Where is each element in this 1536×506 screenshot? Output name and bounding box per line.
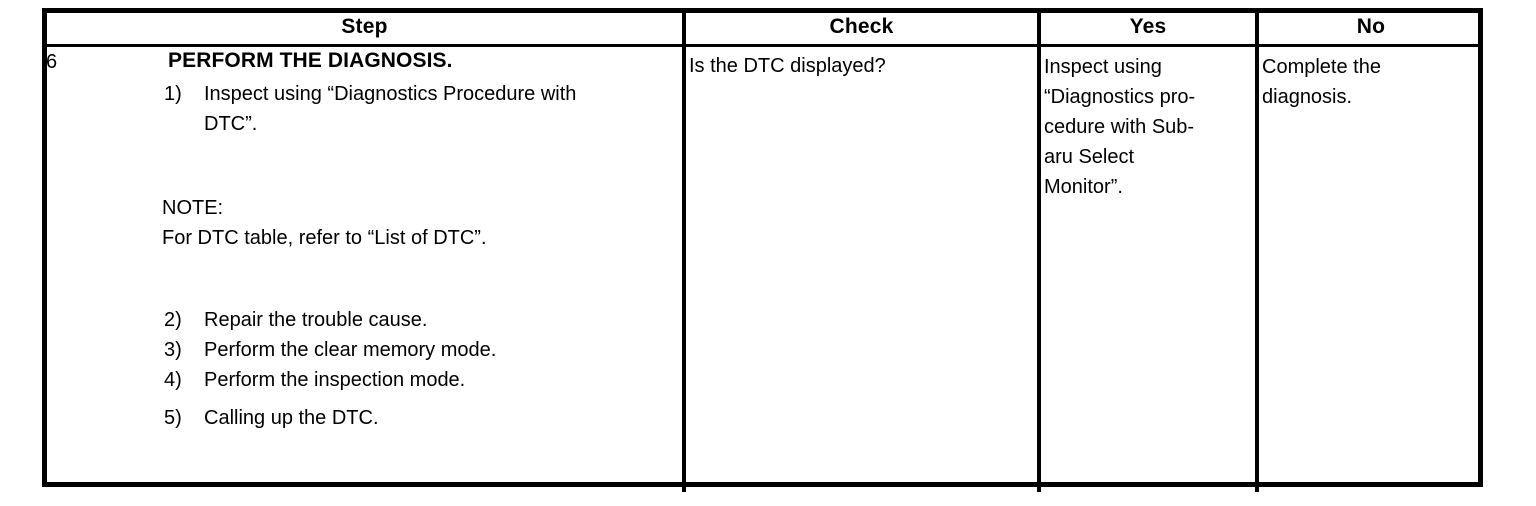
yes-line: Monitor”. bbox=[1044, 176, 1123, 198]
note-text: For DTC table, refer to “List of DTC”. bbox=[162, 227, 487, 249]
step-title: PERFORM THE DIAGNOSIS. bbox=[168, 49, 453, 72]
column-header-check: Check bbox=[829, 15, 894, 38]
list-item-line: Perform the clear memory mode. bbox=[204, 339, 497, 361]
list-item: 2) Repair the trouble cause. bbox=[158, 305, 678, 335]
no-line: diagnosis. bbox=[1262, 86, 1353, 108]
list-marker: 3) bbox=[164, 339, 182, 361]
diagnosis-table bbox=[42, 8, 1483, 487]
column-header-no: No bbox=[1356, 15, 1386, 38]
header-separator bbox=[42, 44, 1483, 47]
column-divider-step-check bbox=[682, 8, 686, 492]
no-line: Complete the bbox=[1262, 56, 1381, 78]
yes-line: aru Select bbox=[1044, 146, 1135, 168]
yes-line: Inspect using bbox=[1044, 56, 1162, 78]
column-header-yes: Yes bbox=[1129, 15, 1167, 38]
note-block: NOTE: For DTC table, refer to “List of D… bbox=[162, 193, 678, 253]
list-marker: 1) bbox=[164, 83, 182, 105]
list-item: 1) Inspect using “Diagnostics Procedure … bbox=[158, 79, 678, 139]
yes-line: “Diagnostics pro- bbox=[1044, 86, 1196, 108]
list-item: 5) Calling up the DTC. bbox=[158, 403, 678, 433]
column-divider-yes-no bbox=[1255, 8, 1259, 492]
column-divider-check-yes bbox=[1037, 8, 1041, 492]
step-substep-list-bottom: 2) Repair the trouble cause. 3) Perform … bbox=[158, 305, 678, 433]
yes-line: cedure with Sub- bbox=[1044, 116, 1195, 138]
list-item-line: Calling up the DTC. bbox=[204, 407, 379, 429]
list-item-line: Perform the inspection mode. bbox=[204, 369, 466, 391]
list-item-line: Repair the trouble cause. bbox=[204, 309, 428, 331]
step-number: 6 bbox=[46, 51, 58, 73]
step-substep-list-top: 1) Inspect using “Diagnostics Procedure … bbox=[158, 79, 678, 139]
list-item: 3) Perform the clear memory mode. bbox=[158, 335, 678, 365]
step-content: PERFORM THE DIAGNOSIS. 1) Inspect using … bbox=[158, 50, 678, 433]
column-header-step: Step bbox=[341, 15, 388, 38]
check-cell-text: Is the DTC displayed? bbox=[689, 55, 886, 77]
list-marker: 5) bbox=[164, 407, 182, 429]
note-label: NOTE: bbox=[162, 197, 224, 219]
list-item-line: DTC”. bbox=[204, 113, 258, 135]
no-cell-text: Complete the diagnosis. bbox=[1262, 52, 1477, 112]
list-item: 4) Perform the inspection mode. bbox=[158, 365, 678, 395]
list-marker: 2) bbox=[164, 309, 182, 331]
list-item-line: Inspect using “Diagnostics Procedure wit… bbox=[204, 83, 577, 105]
list-marker: 4) bbox=[164, 369, 182, 391]
yes-cell-text: Inspect using “Diagnostics pro- cedure w… bbox=[1044, 52, 1254, 202]
